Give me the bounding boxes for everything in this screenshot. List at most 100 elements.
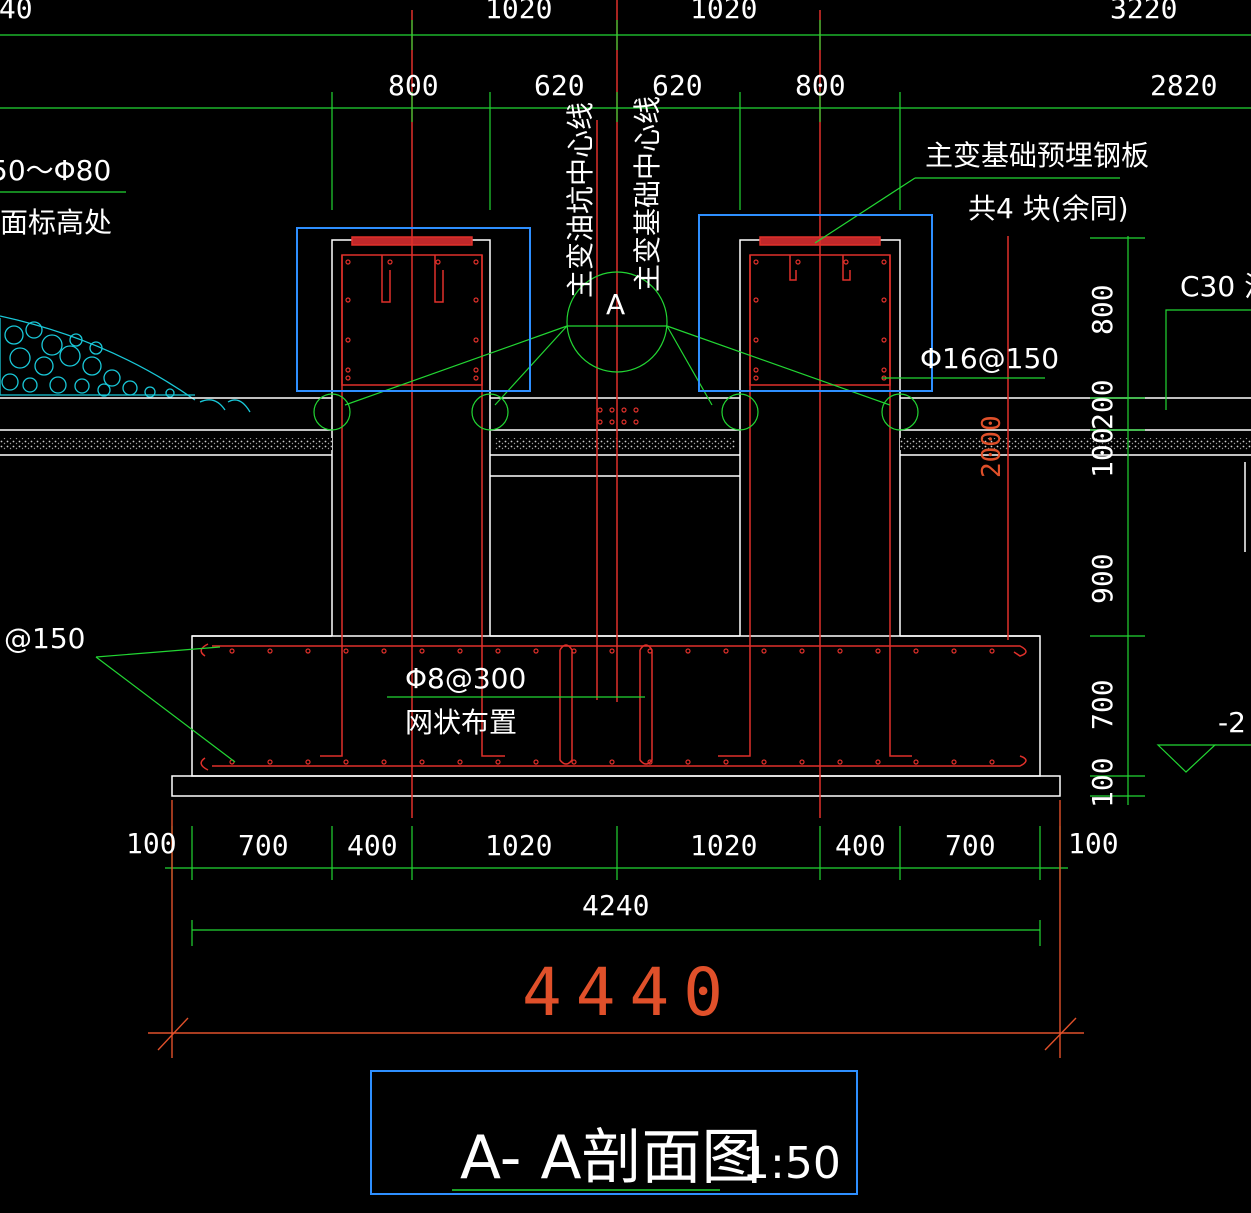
right-dim-900: 900: [1086, 553, 1119, 604]
dim-4440: 4440: [522, 954, 737, 1031]
rebar-dot: [633, 407, 639, 413]
note-concrete: C30 混: [1180, 270, 1251, 303]
top-dim-3220: 3220: [1110, 0, 1177, 25]
rebar-dot: [753, 337, 759, 343]
rebar-dot: [913, 759, 919, 765]
rebar-dot: [435, 259, 441, 265]
rebar-dot: [753, 375, 759, 381]
rebar-dot: [685, 648, 691, 654]
bottom-dim-100-left: 100: [126, 827, 177, 860]
rebar-dot: [685, 759, 691, 765]
rebar-dot: [345, 259, 351, 265]
rebar-dot: [267, 648, 273, 654]
rebar-dot: [913, 648, 919, 654]
rebar-dot: [795, 259, 801, 265]
rebar-dot: [305, 759, 311, 765]
bottom-dim-100-right: 100: [1068, 827, 1119, 860]
rebar-dot: [305, 648, 311, 654]
rebar-dot: [533, 648, 539, 654]
rebar-dot: [881, 297, 887, 303]
concrete-outline: [0, 239, 1251, 797]
rebar-dot: [951, 759, 957, 765]
bottom-dim-1020-left: 1020: [485, 829, 552, 862]
bottom-dim-700-left: 700: [238, 829, 289, 862]
rebar-dot: [473, 259, 479, 265]
rebar-dot: [345, 367, 351, 373]
rebar-dot: [345, 375, 351, 381]
rebar-dot: [843, 259, 849, 265]
rebar-dot: [875, 759, 881, 765]
drawing-title: A- A剖面图: [460, 1123, 762, 1193]
rebar-dot: [799, 759, 805, 765]
rebar-dot: [989, 759, 995, 765]
right-dim-700: 700: [1086, 679, 1119, 730]
rebar-dot: [837, 648, 843, 654]
top2-dim-800-right: 800: [795, 69, 846, 102]
top-dim-940: 940: [0, 0, 33, 25]
rebar-dot: [495, 759, 501, 765]
rebar-dot: [621, 407, 627, 413]
rebar-dot: [609, 759, 615, 765]
rebar-dot: [473, 297, 479, 303]
note-embedded-plate-2: 共4 块(余同): [968, 192, 1129, 225]
overall-dimension-line: [148, 800, 1084, 1058]
note-left-top-1: 50～Φ80: [0, 154, 111, 187]
top-dim-1020-left: 1020: [485, 0, 552, 25]
right-dim-100-top: 100: [1086, 427, 1119, 478]
center-lines: [411, 0, 1009, 818]
right-dim-200: 200: [1086, 379, 1119, 430]
rebar-dot: [267, 759, 273, 765]
slab-texture: [0, 438, 1251, 450]
rebar-dot: [647, 759, 653, 765]
right-dim-800: 800: [1086, 284, 1119, 335]
pedestal-height-dim: 2000: [977, 415, 1007, 478]
bottom-dim-700-right: 700: [945, 829, 996, 862]
rebar-dot: [881, 259, 887, 265]
rebar-dot: [345, 297, 351, 303]
rebar-dot: [419, 648, 425, 654]
rebar-dot: [753, 367, 759, 373]
highlight-boxes: [296, 214, 933, 392]
detail-mark-a: A: [606, 288, 625, 321]
rebar-dot: [633, 419, 639, 425]
bottom-dim-1020-right: 1020: [690, 829, 757, 862]
rebar-dot: [571, 648, 577, 654]
rebar-dot: [761, 759, 767, 765]
rebar-dot: [609, 419, 615, 425]
rebar-dot: [571, 759, 577, 765]
rebar-dot: [473, 375, 479, 381]
rebar-dot: [621, 419, 627, 425]
rebar-dot: [381, 648, 387, 654]
rebar-dot: [533, 759, 539, 765]
right-dim-100-bottom: 100: [1086, 757, 1119, 808]
rebar-dot: [229, 648, 235, 654]
rebar-dot: [647, 648, 653, 654]
note-left-top-2: 面标高处: [0, 206, 112, 239]
rebar-dot: [761, 648, 767, 654]
rebar-dot: [609, 648, 615, 654]
rebar-dot: [343, 759, 349, 765]
rebar-dot: [345, 337, 351, 343]
rebar-dot: [609, 407, 615, 413]
rebar-dot: [723, 759, 729, 765]
note-embedded-plate-1: 主变基础预埋钢板: [925, 139, 1149, 172]
rebar-dot: [473, 367, 479, 373]
rebar-dot: [951, 648, 957, 654]
rebar-dot: [343, 648, 349, 654]
rebar-dot: [753, 259, 759, 265]
note-mesh-1: Φ8@300: [405, 662, 526, 695]
rebar-dot: [753, 297, 759, 303]
dim-4240: 4240: [582, 889, 649, 922]
bottom-dim-400-right: 400: [835, 829, 886, 862]
top2-dim-620-left: 620: [534, 69, 585, 102]
rebar-dot: [723, 648, 729, 654]
rebar-dot: [597, 419, 603, 425]
rebar-dot: [881, 337, 887, 343]
rebar-dot: [989, 648, 995, 654]
rebar-dot: [473, 337, 479, 343]
rebar-dot: [875, 648, 881, 654]
note-left-mid: @150: [4, 622, 85, 655]
rebar-dot: [881, 367, 887, 373]
rebar-dot: [495, 648, 501, 654]
